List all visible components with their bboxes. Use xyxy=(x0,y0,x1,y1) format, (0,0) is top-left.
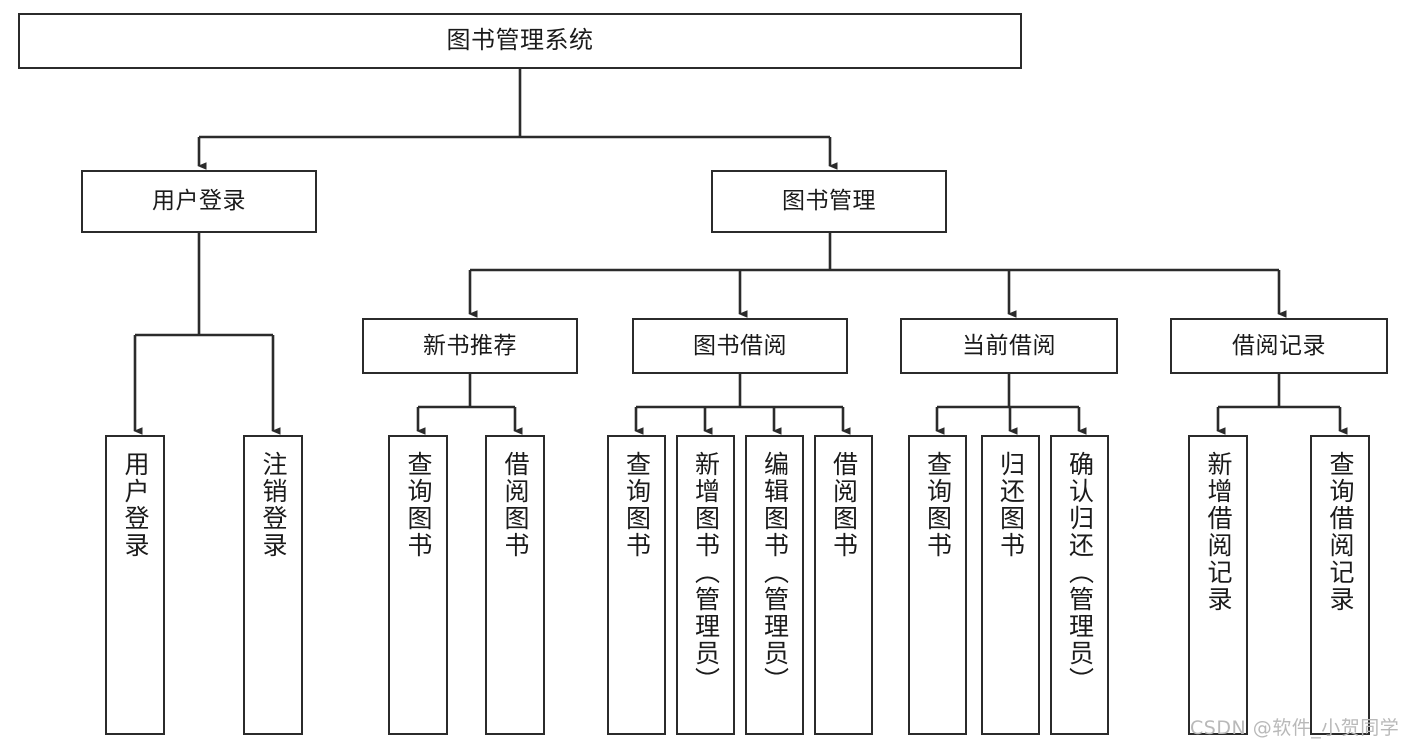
node-leaf-user-login[interactable]: 用户登录 xyxy=(105,435,165,735)
node-root-label: 图书管理系统 xyxy=(446,26,594,55)
node-leaf-borrow-book-2[interactable]: 借阅图书 xyxy=(814,435,873,735)
node-book-borrow-label: 图书借阅 xyxy=(693,332,787,359)
node-new-book-recommend-label: 新书推荐 xyxy=(423,332,517,359)
node-leaf-confirm-return-admin[interactable]: 确认归还（管理员） xyxy=(1050,435,1109,735)
node-leaf-add-book-admin-label: 新增图书（管理员） xyxy=(691,451,721,694)
node-leaf-query-book-1-label: 查询图书 xyxy=(404,451,433,559)
node-leaf-query-book-1[interactable]: 查询图书 xyxy=(388,435,448,735)
node-leaf-return-book[interactable]: 归还图书 xyxy=(981,435,1040,735)
node-leaf-add-book-admin[interactable]: 新增图书（管理员） xyxy=(676,435,735,735)
node-leaf-query-book-2[interactable]: 查询图书 xyxy=(607,435,666,735)
node-leaf-logout-label: 注销登录 xyxy=(259,451,288,559)
node-leaf-add-borrow-record-label: 新增借阅记录 xyxy=(1204,451,1233,613)
node-leaf-query-book-3-label: 查询图书 xyxy=(923,451,953,559)
node-leaf-logout[interactable]: 注销登录 xyxy=(243,435,303,735)
watermark: CSDN @软件_小贺同学 xyxy=(1190,717,1400,739)
node-leaf-borrow-book-1[interactable]: 借阅图书 xyxy=(485,435,545,735)
node-leaf-query-book-3[interactable]: 查询图书 xyxy=(908,435,967,735)
node-leaf-add-borrow-record[interactable]: 新增借阅记录 xyxy=(1188,435,1248,735)
node-leaf-borrow-book-2-label: 借阅图书 xyxy=(829,451,859,559)
node-leaf-user-login-label: 用户登录 xyxy=(121,451,150,559)
node-book-borrow[interactable]: 图书借阅 xyxy=(632,318,848,374)
node-new-book-recommend[interactable]: 新书推荐 xyxy=(362,318,578,374)
node-book-management-label: 图书管理 xyxy=(782,188,876,215)
node-root[interactable]: 图书管理系统 xyxy=(18,13,1022,69)
node-user-login[interactable]: 用户登录 xyxy=(81,170,317,233)
node-leaf-return-book-label: 归还图书 xyxy=(996,451,1026,559)
node-borrow-record-label: 借阅记录 xyxy=(1232,332,1326,359)
node-user-login-label: 用户登录 xyxy=(152,188,246,215)
node-leaf-borrow-book-1-label: 借阅图书 xyxy=(501,451,530,559)
node-leaf-query-borrow-record[interactable]: 查询借阅记录 xyxy=(1310,435,1370,735)
node-leaf-edit-book-admin[interactable]: 编辑图书（管理员） xyxy=(745,435,804,735)
node-leaf-query-book-2-label: 查询图书 xyxy=(622,451,652,559)
node-leaf-query-borrow-record-label: 查询借阅记录 xyxy=(1326,451,1355,613)
node-book-management[interactable]: 图书管理 xyxy=(711,170,947,233)
node-borrow-record[interactable]: 借阅记录 xyxy=(1170,318,1388,374)
node-current-borrow-label: 当前借阅 xyxy=(962,332,1056,359)
node-current-borrow[interactable]: 当前借阅 xyxy=(900,318,1118,374)
node-leaf-confirm-return-admin-label: 确认归还（管理员） xyxy=(1065,451,1095,694)
node-leaf-edit-book-admin-label: 编辑图书（管理员） xyxy=(760,451,790,694)
